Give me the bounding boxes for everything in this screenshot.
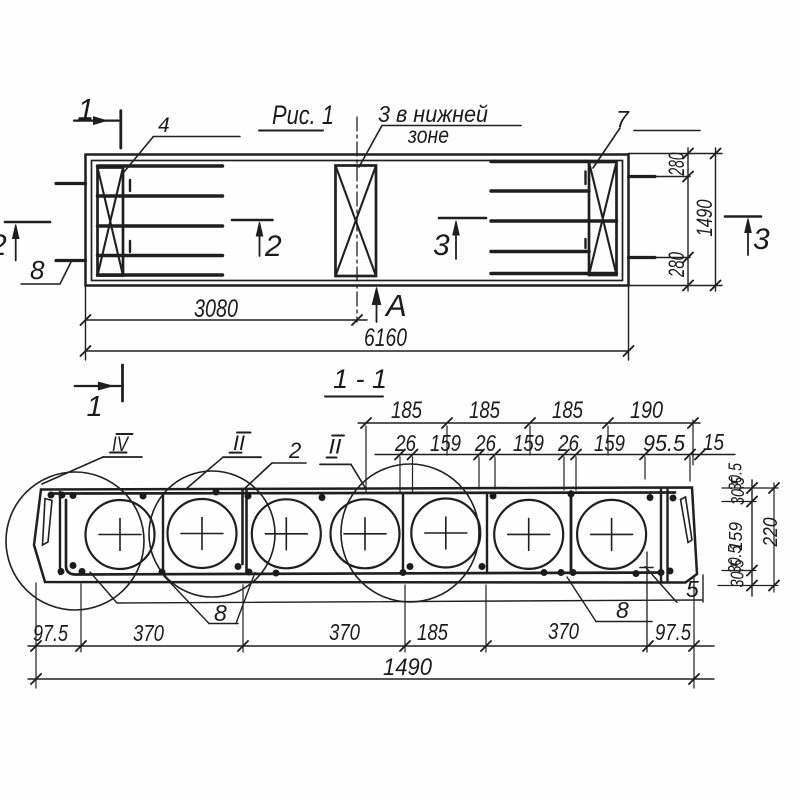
svg-text:26: 26: [394, 430, 416, 456]
svg-text:3: 3: [753, 223, 770, 256]
svg-text:Рис. 1: Рис. 1: [272, 100, 334, 130]
svg-text:159: 159: [430, 430, 461, 456]
svg-text:370: 370: [133, 620, 164, 646]
svg-text:370: 370: [548, 618, 579, 644]
svg-text:95.5: 95.5: [643, 430, 685, 456]
svg-text:зоне: зоне: [407, 122, 449, 148]
svg-text:185: 185: [417, 619, 448, 645]
svg-text:159: 159: [726, 522, 746, 551]
svg-text:30.5: 30.5: [725, 545, 745, 574]
svg-text:IV: IV: [112, 433, 130, 456]
svg-text:2: 2: [264, 230, 282, 263]
svg-text:280: 280: [664, 251, 689, 277]
svg-text:97.5: 97.5: [655, 619, 691, 645]
svg-text:7: 7: [616, 106, 630, 132]
svg-text:15: 15: [703, 429, 724, 455]
svg-text:8: 8: [30, 255, 45, 285]
svg-text:26: 26: [474, 430, 496, 456]
svg-text:159: 159: [513, 430, 544, 456]
svg-text:26: 26: [557, 430, 579, 456]
svg-text:185: 185: [391, 397, 423, 424]
svg-text:280: 280: [664, 152, 689, 176]
svg-text:190: 190: [630, 397, 664, 424]
svg-text:2: 2: [0, 229, 7, 262]
svg-text:1: 1: [78, 94, 95, 127]
svg-text:185: 185: [552, 397, 584, 424]
svg-text:3 в нижней: 3 в нижней: [378, 101, 488, 127]
svg-text:6160: 6160: [364, 324, 407, 352]
svg-text:30.5: 30.5: [726, 462, 746, 491]
svg-text:8: 8: [616, 597, 629, 623]
svg-text:30.5: 30.5: [728, 476, 748, 505]
svg-text:3: 3: [433, 229, 450, 262]
svg-text:II: II: [233, 432, 245, 455]
svg-text:220: 220: [760, 518, 782, 548]
svg-text:II: II: [329, 436, 342, 459]
svg-text:1490: 1490: [383, 654, 433, 681]
svg-text:97.5: 97.5: [33, 620, 68, 646]
svg-text:370: 370: [329, 619, 360, 645]
svg-text:8: 8: [214, 600, 227, 626]
svg-text:30.5: 30.5: [728, 559, 748, 588]
svg-text:1490: 1490: [692, 199, 717, 237]
svg-text:3080: 3080: [194, 295, 238, 323]
svg-text:5: 5: [686, 576, 699, 602]
svg-text:159: 159: [594, 430, 625, 456]
svg-text:4: 4: [158, 114, 170, 137]
svg-text:2: 2: [288, 438, 301, 463]
svg-text:А: А: [384, 288, 407, 323]
svg-text:185: 185: [469, 397, 501, 424]
svg-text:1 - 1: 1 - 1: [333, 364, 387, 394]
svg-text:1: 1: [87, 391, 103, 423]
